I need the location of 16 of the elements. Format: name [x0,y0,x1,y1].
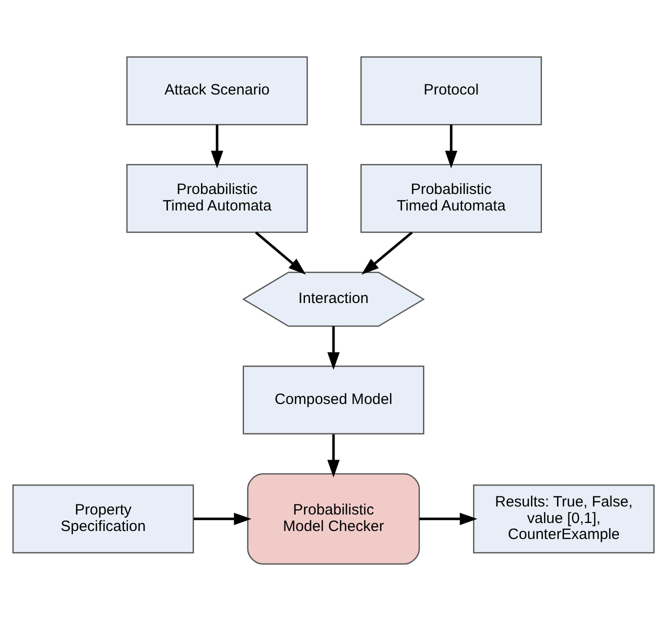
arrow [419,512,478,526]
arrow [327,434,340,478]
node-box: Protocol [360,56,542,126]
node-box: Probabilistic Timed Automata [126,164,308,233]
arrow [255,231,306,275]
arrow [210,124,224,168]
node-box: Composed Model [242,366,424,434]
arrow [361,231,413,275]
arrow [445,124,458,168]
node-box: Attack Scenario [126,56,308,126]
arrow [194,512,252,526]
node-box: Probabilistic Model Checker [247,473,420,565]
arrow [327,326,340,370]
node-box: Results: True, False, value [0,1], CounterExample [473,484,655,554]
node-box: Property Specification [12,484,194,554]
node-box: Probabilistic Timed Automata [360,164,542,233]
